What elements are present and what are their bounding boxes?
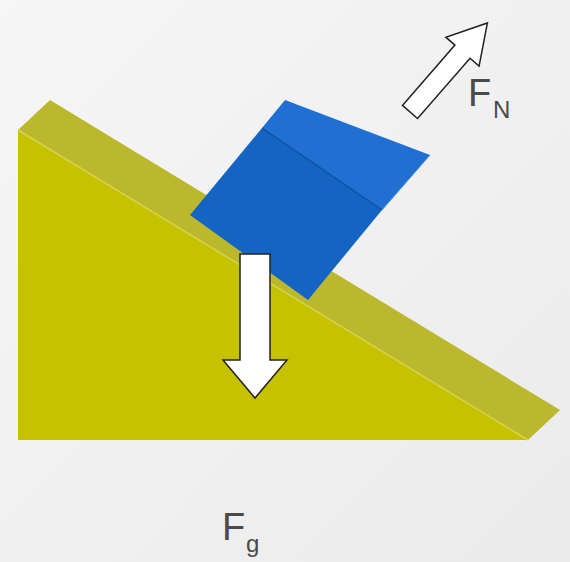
normal-force-arrow — [393, 9, 504, 127]
force-symbol: F — [468, 74, 491, 112]
force-symbol: F — [222, 508, 245, 546]
force-subscript: g — [246, 532, 259, 556]
gravity-force-arrow — [223, 254, 287, 398]
incline-slope-face — [18, 100, 560, 440]
block-edge — [262, 128, 382, 210]
block-top-face — [262, 100, 430, 210]
force-subscript: N — [493, 98, 510, 122]
block-edge — [382, 155, 430, 210]
